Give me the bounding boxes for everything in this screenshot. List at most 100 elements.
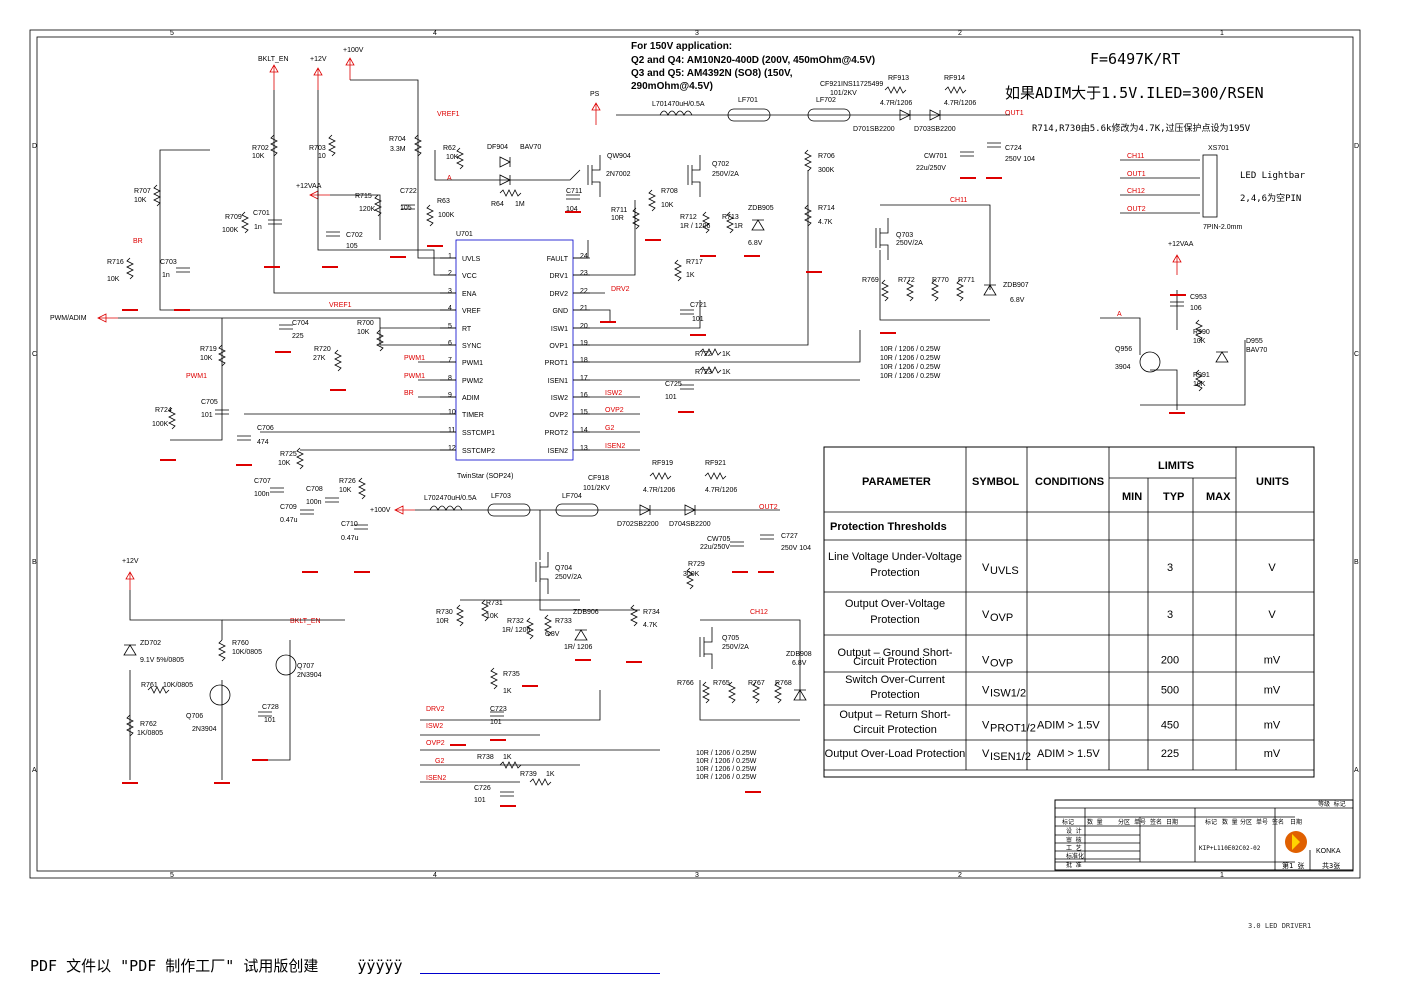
svg-text:3.3M: 3.3M — [390, 146, 406, 153]
svg-text:PWM/ADIM: PWM/ADIM — [50, 315, 87, 322]
svg-text:R716: R716 — [107, 259, 124, 266]
svg-text:OUT1: OUT1 — [1005, 110, 1024, 117]
svg-text:300K: 300K — [683, 571, 700, 578]
svg-text:CH11: CH11 — [950, 197, 967, 204]
svg-text:LF702: LF702 — [816, 97, 836, 104]
footer-text: PDF 文件以 "PDF 制作工厂" 试用版创建 — [30, 957, 319, 975]
svg-text:R760: R760 — [232, 640, 249, 647]
svg-text:1K: 1K — [722, 351, 731, 358]
ic-pin-right: ISEN1 — [548, 378, 568, 385]
svg-text:R717: R717 — [686, 259, 703, 266]
svg-text:R762: R762 — [140, 721, 157, 728]
svg-text:CH12: CH12 — [1127, 188, 1145, 195]
ic-pin-number: 10 — [448, 409, 456, 416]
svg-text:10K: 10K — [200, 355, 213, 362]
svg-text:R732: R732 — [507, 618, 524, 625]
svg-text:10R / 1206 / 0.25W: 10R / 1206 / 0.25W — [880, 346, 941, 353]
svg-text:1R: 1R — [734, 223, 743, 230]
svg-text:BKLT_EN: BKLT_EN — [258, 56, 289, 63]
svg-text:MIN: MIN — [1122, 491, 1142, 503]
svg-text:SYMBOL: SYMBOL — [972, 476, 1019, 488]
ic-pin-left: VREF — [462, 308, 481, 315]
svg-text:10K: 10K — [486, 613, 499, 620]
svg-text:5: 5 — [170, 30, 174, 37]
svg-text:C706: C706 — [257, 425, 274, 432]
border-zone-labels: 5 4 3 2 1 5 4 3 2 1 D C B A D C B A — [32, 30, 1359, 879]
table-cell: V — [982, 748, 990, 760]
svg-text:250V/2A: 250V/2A — [712, 171, 739, 178]
svg-text:104: 104 — [566, 206, 578, 213]
svg-text:10: 10 — [318, 153, 326, 160]
svg-text:R64: R64 — [491, 201, 504, 208]
power-symbols: BKLT_EN +12V +100V PS +12VAA +12V +100V … — [50, 47, 1194, 590]
svg-text:C703: C703 — [160, 259, 177, 266]
svg-text:10K: 10K — [661, 202, 674, 209]
svg-text:250V/2A: 250V/2A — [722, 644, 749, 651]
ic-pin-number: 4 — [448, 305, 452, 312]
ic-pin-left: TIMER — [462, 412, 484, 419]
svg-text:BR: BR — [404, 390, 414, 397]
svg-text:R731: R731 — [486, 600, 503, 607]
svg-text:1: 1 — [1220, 30, 1224, 37]
svg-text:4: 4 — [433, 30, 437, 37]
svg-text:10K: 10K — [134, 197, 147, 204]
svg-text:VREF1: VREF1 — [437, 111, 460, 118]
table-cell: Switch Over-Current — [845, 674, 945, 686]
component-symbols — [123, 86, 1229, 797]
svg-text:CW705: CW705 — [707, 536, 730, 543]
svg-text:3: 3 — [695, 872, 699, 879]
ic-pin-left: SYNC — [462, 343, 481, 350]
svg-text:C727: C727 — [781, 533, 798, 540]
svg-text:第1 张: 第1 张 — [1282, 861, 1304, 870]
svg-text:4: 4 — [433, 872, 437, 879]
svg-text:ISEN2: ISEN2 — [426, 775, 446, 782]
svg-text:3904: 3904 — [1115, 364, 1131, 371]
footer-link[interactable]: ÿÿÿÿÿ — [357, 957, 403, 975]
svg-text:R700: R700 — [357, 320, 374, 327]
svg-text:B: B — [32, 559, 37, 566]
ic-pin-right: ISW2 — [551, 395, 568, 402]
svg-text:ISW2: ISW2 — [605, 390, 622, 397]
ic-pin-right: FAULT — [547, 256, 569, 263]
table-cell: Circuit Protection — [853, 724, 937, 736]
table-cell: V — [982, 609, 990, 621]
svg-text:签名: 签名 — [1150, 818, 1162, 826]
table-cell: ISW1/2 — [990, 688, 1026, 700]
svg-text:10R / 1206 / 0.25W: 10R / 1206 / 0.25W — [880, 355, 941, 362]
table-cell: OVP — [990, 658, 1013, 670]
table-cell: V — [982, 655, 990, 667]
svg-text:101/2KV: 101/2KV — [830, 90, 857, 97]
svg-text:R733: R733 — [555, 618, 572, 625]
svg-text:290mOhm@4.5V): 290mOhm@4.5V) — [631, 81, 713, 92]
svg-text:标记: 标记 — [1062, 818, 1074, 826]
svg-text:+12VAA: +12VAA — [296, 183, 322, 190]
title-block: 等级 标记 标记 数 量 分区 单号 签名 日期 标记 数 量 分区 单号 签名… — [1054, 799, 1354, 871]
svg-text:R711: R711 — [611, 207, 627, 214]
svg-text:PWM1: PWM1 — [404, 355, 425, 362]
table-cell: 3 — [1167, 609, 1173, 621]
svg-text:R714: R714 — [818, 205, 835, 212]
ic-pin-number: 12 — [448, 445, 456, 452]
svg-text:B: B — [1354, 559, 1359, 566]
svg-text:C721: C721 — [690, 302, 707, 309]
svg-text:0.47u: 0.47u — [280, 517, 298, 524]
ic-pin-number: 13 — [580, 445, 588, 452]
svg-text:D702SB2200: D702SB2200 — [617, 521, 659, 528]
svg-text:3: 3 — [695, 30, 699, 37]
svg-text:10R / 1206 / 0.25W: 10R / 1206 / 0.25W — [880, 364, 941, 371]
table-cell: mV — [1264, 655, 1281, 667]
svg-text:10K: 10K — [1193, 338, 1206, 345]
svg-text:VREF1: VREF1 — [329, 302, 352, 309]
svg-text:R735: R735 — [503, 671, 520, 678]
ic-pin-number: 22 — [580, 288, 588, 295]
svg-text:4.7R/1206: 4.7R/1206 — [643, 487, 675, 494]
svg-text:2: 2 — [958, 30, 962, 37]
table-cell: V — [982, 685, 990, 697]
table-cell: Line Voltage Under-Voltage — [828, 551, 962, 563]
ic-pin-right: OVP1 — [549, 343, 568, 350]
svg-text:1R/ 1206: 1R/ 1206 — [564, 644, 593, 651]
ic-pin-number: 8 — [448, 375, 452, 382]
svg-text:LIMITS: LIMITS — [1158, 460, 1194, 472]
outer-border — [29, 29, 1361, 879]
